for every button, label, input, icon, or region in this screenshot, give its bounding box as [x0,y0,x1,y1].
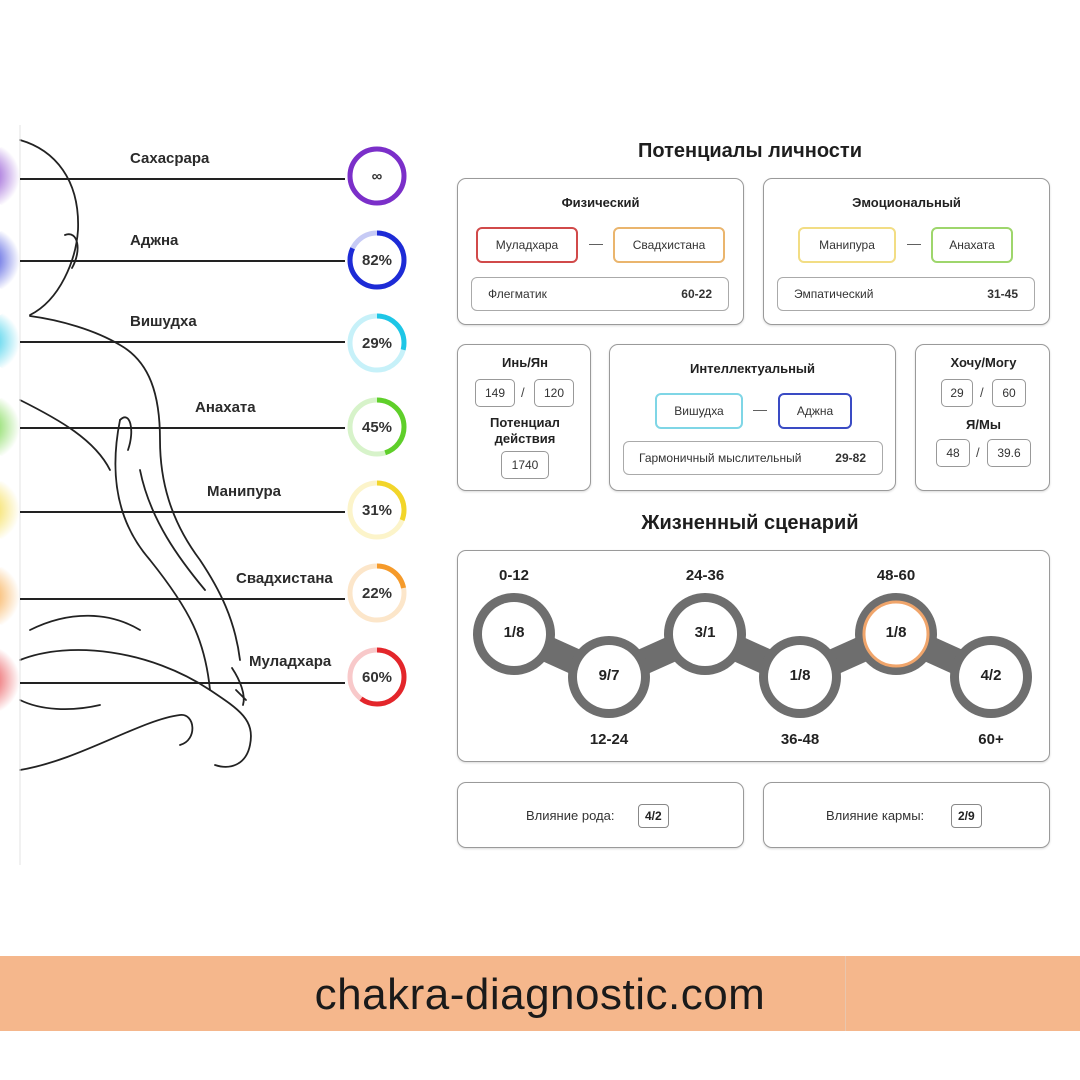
chakra-percent: 60% [361,668,393,686]
want-can-slash: / [980,385,984,400]
life-node-value: 3/1 [694,624,716,641]
want-can-title: Хочу/Могу [950,355,1017,370]
action-potential-value: 1740 [501,451,549,479]
physical-type-row: Флегматик 60-22 [471,277,729,311]
physical-card: Физический Муладхара — Свадхистана Флегм… [457,178,744,325]
manipura-glow [0,476,56,544]
intellectual-title: Интеллектуальный [689,361,816,376]
physical-title: Физический [561,195,640,210]
chakra-connector-line [20,682,345,684]
footer-divider [845,956,846,1031]
life-node-value: 4/2 [980,667,1002,684]
i-we-title: Я/Мы [966,417,1001,432]
emotional-dash: — [907,235,921,251]
physical-left-chip: Муладхара [476,227,578,263]
karma-influence-value: 2/9 [951,804,982,828]
chakra-percent: 31% [361,501,393,519]
chakra-ring: ∞ [345,144,409,208]
chakra-connector-line [20,511,345,513]
emotional-left-chip: Манипура [798,227,896,263]
want-can-card: Хочу/Могу 29 / 60 Я/Мы 48 / 39.6 [915,344,1050,491]
chakra-name: Манипура [207,483,282,500]
physical-dash: — [589,235,603,251]
emotional-type-label: Эмпатический [794,287,874,301]
potentials-title: Потенциалы личности [637,140,862,162]
yin-yang-title: Инь/Ян [502,355,548,370]
emotional-title: Эмоциональный [852,195,961,210]
chakra-percent: 45% [361,418,393,436]
life-node-value: 1/8 [789,667,811,684]
physical-type-label: Флегматик [488,287,547,301]
physical-right-chip: Свадхистана [613,227,725,263]
sahasrara-glow [0,142,56,210]
chakra-name: Муладхара [249,653,332,670]
chakra-name: Аджна [130,232,179,249]
footer-site-link[interactable]: chakra-diagnostic.com [314,970,766,1019]
chakra-connector-line [20,341,345,343]
life-node-value: 1/8 [503,624,525,641]
life-scenario-title: Жизненный сценарий [641,512,859,534]
want-value: 29 [941,379,973,407]
muladhara-glow [0,644,58,716]
life-age-range: 48-60 [876,567,916,584]
i-we-slash: / [976,445,980,460]
yang-value: 120 [534,379,574,407]
intellectual-left-chip: Вишудха [655,393,743,429]
chakra-connector-line [20,178,345,180]
intellectual-dash: — [753,401,767,417]
chakra-name: Свадхистана [236,570,333,587]
life-age-range: 24-36 [685,567,725,584]
footer-banner: chakra-diagnostic.com [0,956,1080,1031]
intellectual-type-value: 29-82 [835,451,866,465]
chakra-ring: 29% [345,311,409,375]
emotional-right-chip: Анахата [931,227,1013,263]
chakra-ring: 60% [345,645,409,709]
chakra-percent: 29% [361,334,393,352]
emotional-type-value: 31-45 [987,287,1018,301]
rod-influence-card: Влияние рода: 4/2 [457,782,744,848]
chakra-ring: 31% [345,478,409,542]
life-age-range: 12-24 [589,731,629,748]
yin-yang-card: Инь/Ян 149 / 120 Потенциал действия 1740 [457,344,591,491]
emotional-type-row: Эмпатический 31-45 [777,277,1035,311]
rod-influence-label: Влияние рода: [526,808,615,823]
intellectual-type-label: Гармоничный мыслительный [639,451,802,465]
i-value: 48 [936,439,970,467]
chakra-name: Сахасрара [130,150,210,167]
action-potential-title: Потенциал действия [490,415,560,446]
physical-type-value: 60-22 [681,287,712,301]
we-value: 39.6 [987,439,1031,467]
chakra-name: Вишудха [130,313,197,330]
intellectual-card: Интеллектуальный Вишудха — Аджна Гармони… [609,344,896,491]
yin-yang-slash: / [521,385,525,400]
life-age-range: 36-48 [780,731,820,748]
chakra-ring: 22% [345,561,409,625]
chakra-name: Анахата [195,399,256,416]
karma-influence-label: Влияние кармы: [826,808,925,823]
emotional-card: Эмоциональный Манипура — Анахата Эмпатич… [763,178,1050,325]
rod-influence-value: 4/2 [638,804,669,828]
life-age-range: 60+ [978,731,1004,748]
chakra-connector-line [20,427,345,429]
life-age-range: 0-12 [498,567,530,584]
chakra-connector-line [20,598,345,600]
chakra-percent: 82% [361,251,393,269]
chakra-connector-line [20,260,345,262]
chakra-ring: 45% [345,395,409,459]
karma-influence-card: Влияние кармы: 2/9 [763,782,1050,848]
life-node-value: 1/8 [885,624,907,641]
chakra-ring: 82% [345,228,409,292]
svadhisthana-glow [0,562,56,630]
intellectual-type-row: Гармоничный мыслительный 29-82 [623,441,883,475]
life-node-value: 9/7 [598,667,620,684]
chakra-percent: ∞ [371,167,383,185]
yin-value: 149 [475,379,515,407]
can-value: 60 [992,379,1026,407]
chakra-percent: 22% [361,584,393,602]
intellectual-right-chip: Аджна [778,393,852,429]
